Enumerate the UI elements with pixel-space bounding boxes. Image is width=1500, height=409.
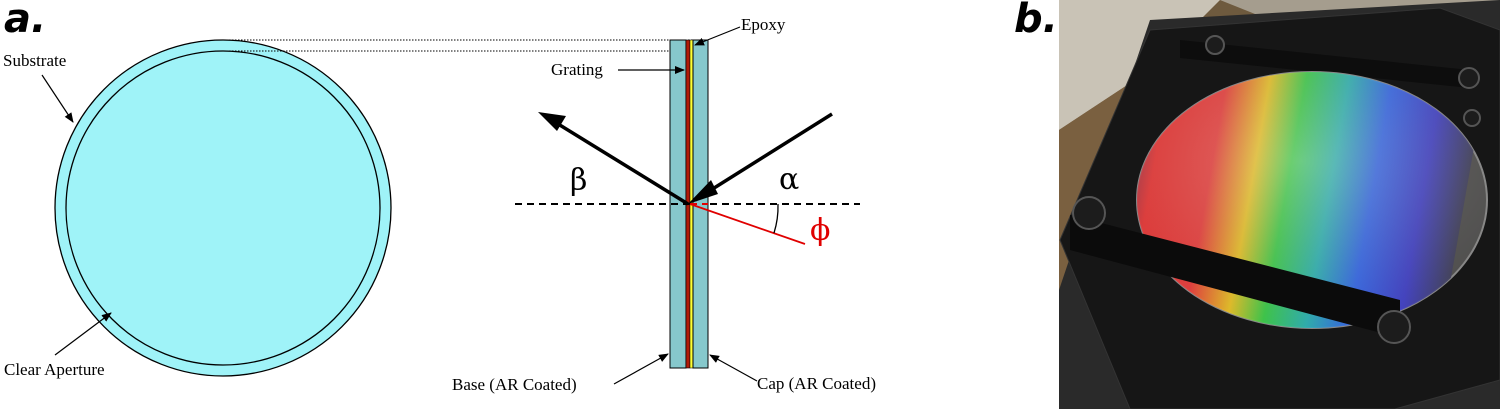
substrate-pointer (41, 74, 74, 123)
panel-b-label: b. (1014, 0, 1058, 42)
knob-right (1377, 310, 1411, 344)
alpha-label: α (779, 162, 799, 197)
cap-pointer (709, 354, 758, 382)
base-pointer (613, 353, 669, 385)
panel-a-label: a. (4, 0, 46, 42)
knob-left (1072, 196, 1106, 230)
incident-ray-head (688, 180, 718, 204)
incident-ray (694, 112, 833, 202)
base-label: Base (AR Coated) (452, 375, 577, 394)
knob-top-right (1458, 67, 1480, 89)
diffracted-ray (549, 117, 689, 206)
clear-aperture-label: Clear Aperture (4, 360, 105, 379)
epoxy-label: Epoxy (741, 15, 786, 34)
knob-top (1205, 35, 1225, 55)
grating-photo (1059, 0, 1500, 409)
knob-right-edge (1463, 109, 1481, 127)
phi-line (689, 203, 806, 245)
diffracted-ray-head (538, 112, 566, 131)
clear-aperture-pointer (54, 312, 112, 356)
beta-label: β (570, 163, 587, 198)
phi-arc (773, 203, 779, 234)
substrate-label: Substrate (3, 51, 66, 70)
substrate-disk (54, 39, 392, 377)
phi-label: ϕ (810, 213, 830, 248)
epoxy-pointer (694, 26, 741, 46)
grating-label: Grating (551, 60, 603, 79)
cap-label: Cap (AR Coated) (757, 374, 876, 393)
